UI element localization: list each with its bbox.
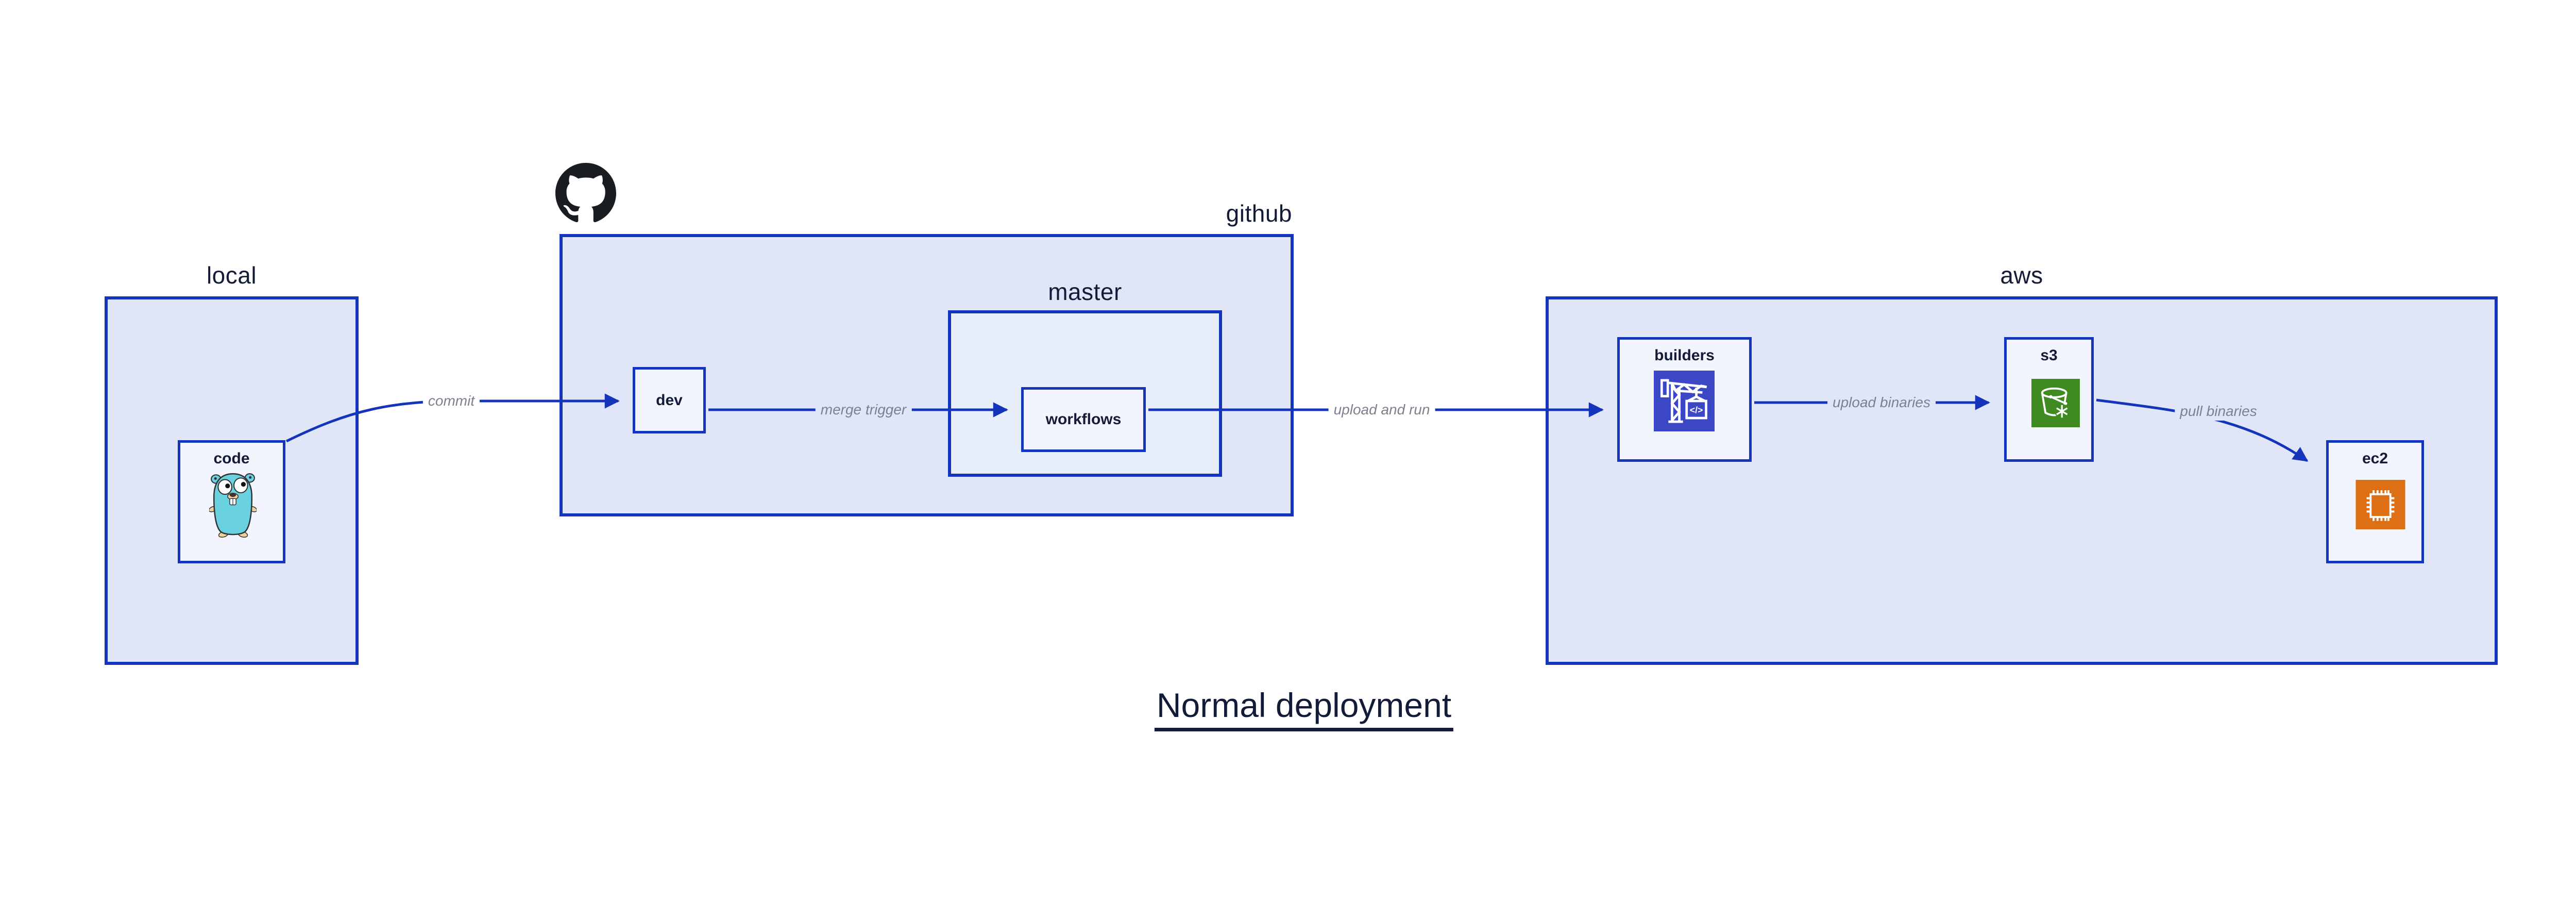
codebuild-glyph: </> [1690,405,1703,415]
go-gopher-icon [209,473,257,538]
workflows-node-label: workflows [1045,411,1122,428]
builders-node-label: builders [1654,347,1715,364]
aws-group-label: aws [2000,262,2043,289]
master-group-label: master [1048,278,1122,305]
dev-node: dev [633,367,706,433]
github-octocat-icon [555,163,616,223]
upload-binaries-edge-label: upload binaries [1827,393,1936,412]
merge-trigger-edge-label: merge trigger [815,400,912,419]
github-group-label: github [1226,200,1292,227]
ec2-node-label: ec2 [2362,450,2388,467]
code-node-label: code [213,450,250,467]
ec2-node: ec2 [2326,440,2424,563]
dev-node-label: dev [656,391,683,409]
s3-node: s3 [2004,337,2094,462]
pull-binaries-edge-label: pull binaries [2175,402,2262,421]
aws-codebuild-icon: </> [1654,371,1715,431]
local-group-label: local [206,262,257,289]
builders-node: builders </> [1617,337,1752,462]
aws-ec2-chip-icon [2355,480,2405,529]
upload-and-run-edge-label: upload and run [1328,400,1435,419]
diagram-title: Normal deployment [1154,686,1454,731]
s3-node-label: s3 [2040,347,2058,364]
aws-s3-bucket-icon [2031,379,2080,427]
code-node: code [178,440,285,563]
workflows-node: workflows [1021,387,1146,452]
commit-edge-label: commit [422,392,480,410]
